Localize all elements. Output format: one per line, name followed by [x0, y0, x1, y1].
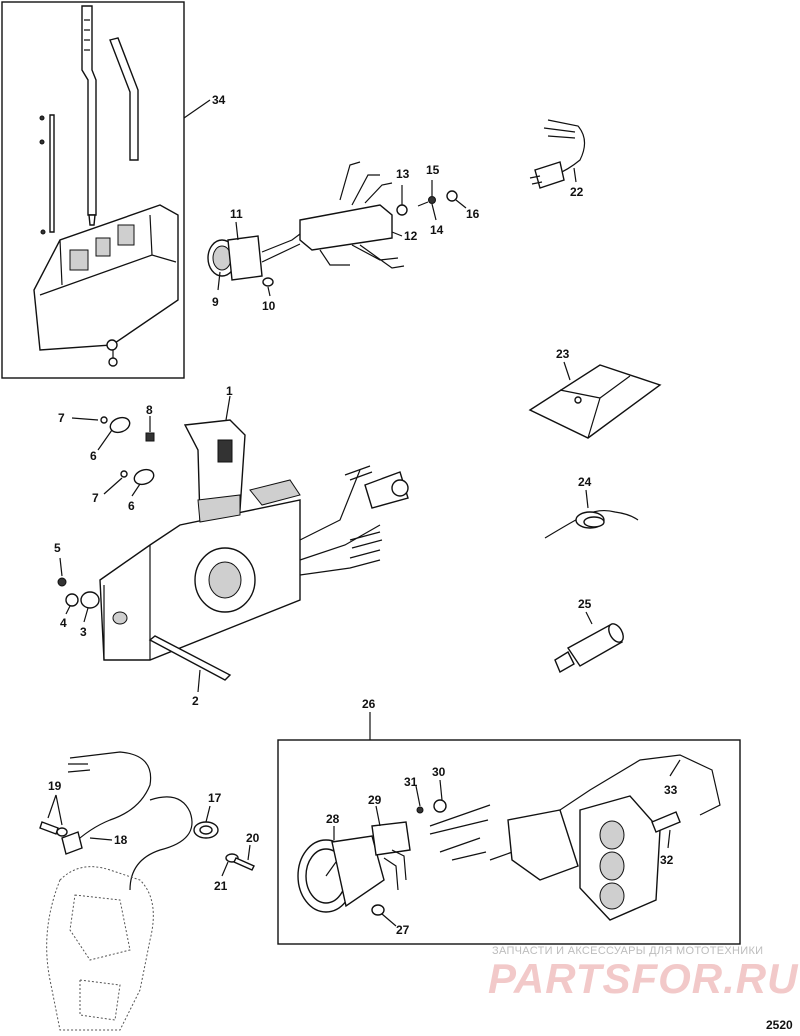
pouch-23: 23	[528, 347, 662, 439]
callout-3: 3	[80, 625, 87, 639]
kit-26-frame: 26 30 31 29 28 27 32	[277, 697, 741, 945]
callout-13: 13	[396, 167, 410, 181]
callout-9: 9	[212, 295, 219, 309]
callout-32: 32	[660, 853, 674, 867]
callout-6b: 6	[128, 499, 135, 513]
callout-28: 28	[326, 812, 340, 826]
callout-20: 20	[246, 831, 260, 845]
callout-5: 5	[54, 541, 61, 555]
callout-7a: 7	[58, 411, 65, 425]
callout-14: 14	[430, 223, 444, 237]
callout-1: 1	[226, 384, 233, 398]
callout-19: 19	[48, 779, 62, 793]
coil-24: 24	[544, 475, 639, 539]
callout-12: 12	[404, 229, 418, 243]
callout-26: 26	[362, 697, 376, 711]
callout-6a: 6	[90, 449, 97, 463]
page-code: 2520	[766, 1018, 793, 1032]
callout-25: 25	[578, 597, 592, 611]
watermark-logo: PARTSFOR.RU	[488, 955, 799, 1002]
callout-10: 10	[262, 299, 276, 313]
callout-21: 21	[214, 879, 228, 893]
callout-4: 4	[60, 616, 67, 630]
callout-34: 34	[212, 93, 226, 107]
tube-25: 25	[554, 597, 624, 674]
gauge-harness-group: 11 9 10 12 13 14 15 16	[207, 161, 480, 313]
callout-23: 23	[556, 347, 570, 361]
callout-7b: 7	[92, 491, 99, 505]
callout-8: 8	[146, 403, 153, 417]
callout-18: 18	[114, 833, 128, 847]
callout-17: 17	[208, 791, 222, 805]
kit-34-frame: 34	[1, 1, 226, 379]
lanyard-group: 19 17 18 20 21	[39, 751, 260, 1031]
callout-29: 29	[368, 793, 382, 807]
callout-2: 2	[192, 694, 199, 708]
callout-16: 16	[466, 207, 480, 221]
pigtail-22: 22	[529, 119, 586, 199]
callout-31: 31	[404, 775, 418, 789]
remote-control-group: 1 2 3 4 5 6 6 7 7 8	[54, 384, 409, 708]
callout-33: 33	[664, 783, 678, 797]
watermark-caption: ЗАПЧАСТИ И АКСЕССУАРЫ ДЛЯ МОТОТЕХНИКИ	[492, 945, 764, 957]
callout-27: 27	[396, 923, 410, 937]
callout-30: 30	[432, 765, 446, 779]
callout-11: 11	[230, 207, 243, 221]
callout-22: 22	[570, 185, 584, 199]
callout-24: 24	[578, 475, 592, 489]
callout-15: 15	[426, 163, 440, 177]
